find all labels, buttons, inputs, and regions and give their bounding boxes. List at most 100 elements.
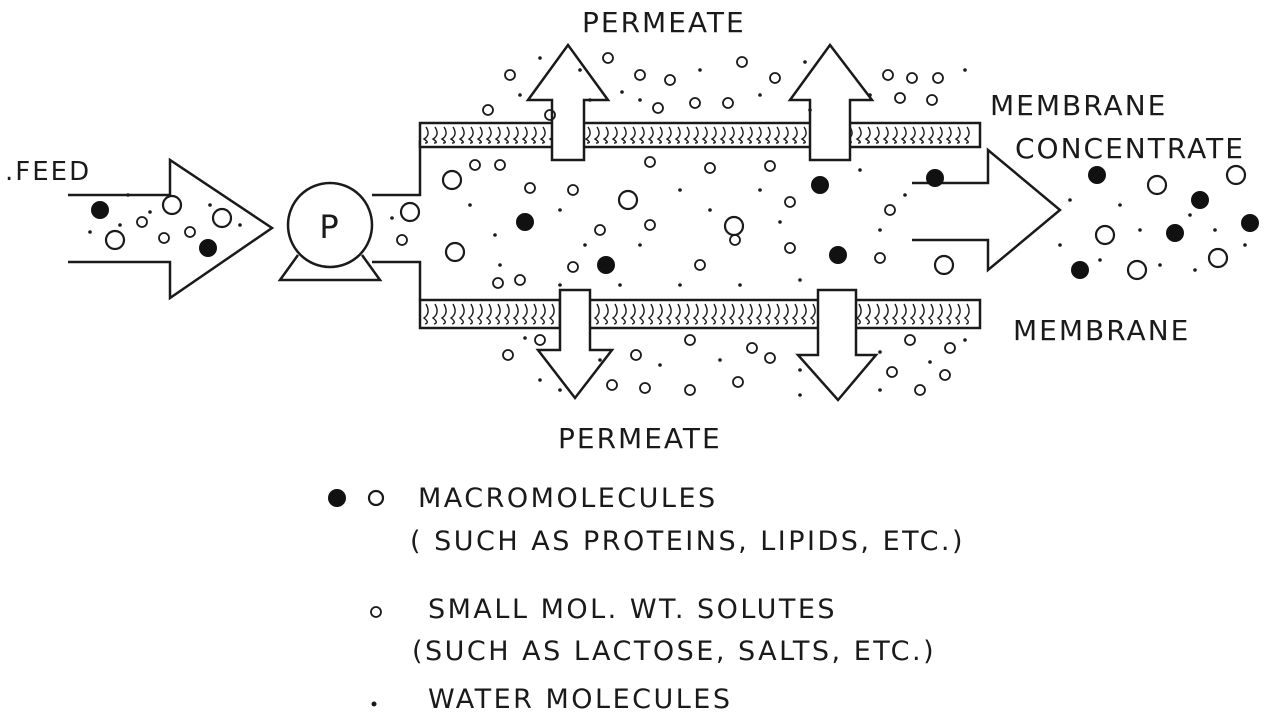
macromolecule-open (161, 194, 183, 216)
water-molecule (638, 98, 642, 102)
membrane-hatch-stroke (746, 303, 753, 325)
membrane-hatch-stroke (873, 126, 880, 144)
macromolecule-open (1126, 259, 1148, 281)
water-molecule (963, 338, 967, 342)
water-molecule (1188, 213, 1192, 217)
water-molecule (468, 203, 472, 207)
water-molecule (1058, 243, 1062, 247)
membrane-hatch-stroke (927, 303, 934, 325)
small-solute (906, 72, 918, 84)
membrane-hatch-stroke (422, 303, 429, 325)
legend: MACROMOLECULES ( SUCH AS PROTEINS, LIPID… (328, 483, 963, 715)
water-molecule (798, 278, 802, 282)
membrane-hatch-stroke (611, 303, 618, 325)
small-solute (732, 376, 744, 388)
membrane-hatch-stroke (494, 126, 501, 144)
water-molecule (558, 388, 562, 392)
water-molecule (808, 108, 812, 112)
membrane-hatch-stroke (800, 303, 807, 325)
membrane-hatch-stroke (728, 126, 735, 144)
membrane-hatch-stroke (882, 303, 889, 325)
water-molecule (523, 336, 527, 340)
concentrate-arrow (912, 147, 1062, 273)
small-solute (544, 109, 556, 121)
water-molecule (858, 168, 862, 172)
membrane-hatch-stroke (891, 126, 898, 144)
small-solute (482, 104, 494, 116)
small-solute (784, 196, 796, 208)
water-molecule (758, 93, 762, 97)
water-molecule (678, 188, 682, 192)
membrane-hatch-stroke (800, 126, 807, 144)
membrane-hatch-stroke (701, 303, 708, 325)
water-molecule (578, 68, 582, 72)
small-solute (634, 69, 646, 81)
small-solute (606, 379, 618, 391)
small-solute (502, 349, 514, 361)
membrane-hatch-stroke (629, 303, 636, 325)
macromolecule-filled (1166, 224, 1184, 242)
water-molecule (583, 243, 587, 247)
macromolecule-filled (1241, 214, 1259, 232)
macromolecule-open (1094, 224, 1116, 246)
small-solute (639, 382, 651, 394)
water-molecule (498, 263, 502, 267)
membrane-hatch-stroke (882, 126, 889, 144)
membrane-hatch-stroke (647, 126, 654, 144)
macromolecule-filled (597, 256, 615, 274)
small-solute (729, 234, 741, 246)
membrane-hatch-stroke (864, 303, 871, 325)
small-solute (158, 232, 170, 244)
macromolecule-filled (926, 169, 944, 187)
membrane-hatch-stroke (773, 126, 780, 144)
water-molecule (118, 223, 122, 227)
membrane-hatch-stroke (737, 303, 744, 325)
membrane-hatch-stroke (674, 303, 681, 325)
membrane-hatch-stroke (701, 126, 708, 144)
small-solute (534, 334, 546, 346)
membrane-hatch-stroke (764, 126, 771, 144)
membrane-hatch-stroke (782, 126, 789, 144)
water-molecule (803, 60, 807, 64)
membrane-hatch-stroke (764, 303, 771, 325)
membrane-hatch-stroke (683, 126, 690, 144)
water-molecule (738, 283, 742, 287)
membrane-hatch-stroke (620, 303, 627, 325)
small-solute (689, 97, 701, 109)
macromolecule-open (933, 254, 955, 276)
membrane-hatch-stroke (909, 126, 916, 144)
membrane-hatch-stroke (719, 126, 726, 144)
membrane-hatch-stroke (467, 126, 474, 144)
membrane-hatch-stroke (638, 303, 645, 325)
small-solute (932, 72, 944, 84)
membrane-hatch-stroke (458, 303, 465, 325)
feed-tube (372, 140, 422, 300)
small-solute (939, 369, 951, 381)
membrane-hatch-stroke (593, 126, 600, 144)
small-solute (602, 52, 614, 64)
membrane-hatch-stroke (710, 303, 717, 325)
membrane-hatch-stroke (494, 303, 501, 325)
small-solute (684, 334, 696, 346)
membrane-hatch-stroke (900, 126, 907, 144)
small-solute (136, 216, 148, 228)
macromolecule-open (444, 241, 466, 263)
particles (88, 52, 1259, 397)
small-solute (914, 384, 926, 396)
membrane-hatch-stroke (593, 303, 600, 325)
water-molecule (878, 350, 882, 354)
water-molecule (588, 98, 592, 102)
membrane-hatch-stroke (719, 303, 726, 325)
membrane-hatch-stroke (791, 126, 798, 144)
water-molecule (1213, 228, 1217, 232)
water-molecule (1158, 263, 1162, 267)
membrane-hatch-stroke (773, 303, 780, 325)
water-molecule (778, 220, 782, 224)
small-solute (492, 277, 504, 289)
small-solute (764, 352, 776, 364)
membrane-hatch-stroke (782, 303, 789, 325)
small-solute (926, 94, 938, 106)
macromolecule-open (211, 207, 233, 229)
small-solute (764, 160, 776, 172)
